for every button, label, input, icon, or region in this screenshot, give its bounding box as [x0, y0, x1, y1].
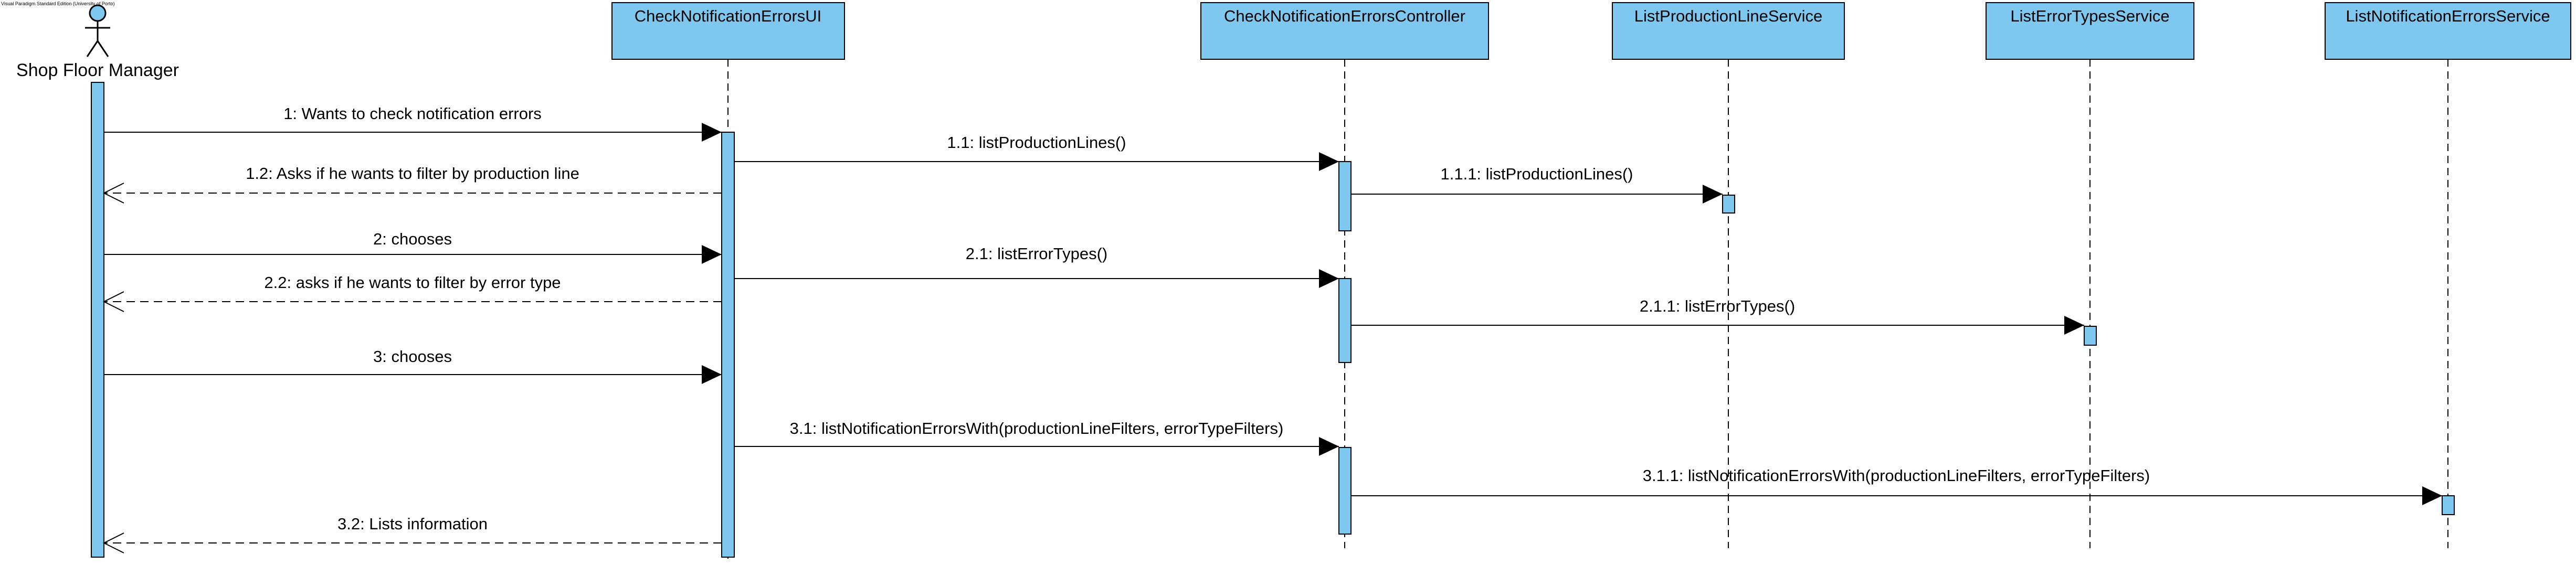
message-3-2: 3.2: Lists information: [102, 515, 722, 553]
controller-activation-bar-2: [1338, 278, 1352, 363]
lifeline-check-notification-errors-ui: CheckNotificationErrorsUI: [611, 2, 845, 559]
message-label: 2.2: asks if he wants to filter by error…: [264, 273, 561, 292]
lifeline-list-error-types-service: ListErrorTypesService: [1986, 2, 2194, 548]
lifeline-header-box: [2325, 2, 2571, 60]
message-label: 2: chooses: [373, 230, 452, 248]
lifeline-list-notification-errors-service: ListNotificationErrorsService: [2325, 2, 2571, 548]
message-3: 3: chooses: [104, 347, 722, 384]
message-1-2: 1.2: Asks if he wants to filter by produ…: [102, 164, 722, 204]
error-types-service-activation-bar: [2084, 326, 2097, 346]
message-3-1-1: 3.1.1: listNotificationErrorsWith(produc…: [1351, 466, 2442, 505]
lifeline-label: ListNotificationErrorsService: [2346, 7, 2550, 25]
message-label: 2.1.1: listErrorTypes(): [1640, 297, 1795, 315]
message-label: 2.1: listErrorTypes(): [966, 244, 1107, 263]
message-label: 1: Wants to check notification errors: [283, 104, 542, 123]
message-2: 2: chooses: [104, 230, 722, 264]
message-2-2: 2.2: asks if he wants to filter by error…: [102, 273, 722, 312]
watermark-text: Visual Paradigm Standard Edition (Univer…: [1, 1, 114, 6]
lifeline-header-box: [1986, 2, 2194, 60]
message-label: 3.2: Lists information: [337, 515, 488, 533]
message-1-1-1: 1.1.1: listProductionLines(): [1351, 165, 1723, 204]
message-label: 3: chooses: [373, 347, 452, 366]
production-line-service-activation-bar: [1722, 195, 1735, 214]
controller-activation-bar-1: [1338, 161, 1352, 231]
message-label: 1.1.1: listProductionLines(): [1440, 165, 1633, 183]
message-label: 1.2: Asks if he wants to filter by produ…: [246, 164, 579, 183]
message-label: 3.1.1: listNotificationErrorsWith(produc…: [1643, 466, 2150, 485]
actor-activation-bar: [91, 82, 104, 558]
controller-activation-bar-3: [1338, 447, 1352, 535]
lifeline-label: CheckNotificationErrorsUI: [635, 7, 822, 25]
lifeline-label: CheckNotificationErrorsController: [1224, 7, 1465, 25]
lifeline-header-box: [611, 2, 845, 60]
message-label: 3.1: listNotificationErrorsWith(producti…: [790, 419, 1284, 438]
lifeline-label: ListProductionLineService: [1634, 7, 1822, 25]
actor-label: Shop Floor Manager: [16, 60, 179, 80]
message-1-1: 1.1: listProductionLines(): [734, 133, 1339, 171]
notification-errors-service-activation-bar: [2442, 495, 2455, 515]
message-3-1: 3.1: listNotificationErrorsWith(producti…: [734, 419, 1339, 456]
lifeline-header-box: [1612, 2, 1845, 60]
actor-shop-floor-manager: Shop Floor Manager: [16, 4, 179, 558]
lifeline-header-box: [1200, 2, 1489, 60]
ui-activation-bar: [721, 132, 735, 558]
message-2-1-1: 2.1.1: listErrorTypes(): [1351, 297, 2084, 335]
message-label: 1.1: listProductionLines(): [947, 133, 1126, 152]
message-2-1: 2.1: listErrorTypes(): [734, 244, 1339, 288]
lifeline-check-notification-errors-controller: CheckNotificationErrorsController: [1200, 2, 1489, 548]
stick-figure-icon: [85, 4, 110, 57]
lifeline-list-production-line-service: ListProductionLineService: [1612, 2, 1845, 548]
message-1: 1: Wants to check notification errors: [104, 104, 722, 142]
lifeline-label: ListErrorTypesService: [2010, 7, 2169, 25]
